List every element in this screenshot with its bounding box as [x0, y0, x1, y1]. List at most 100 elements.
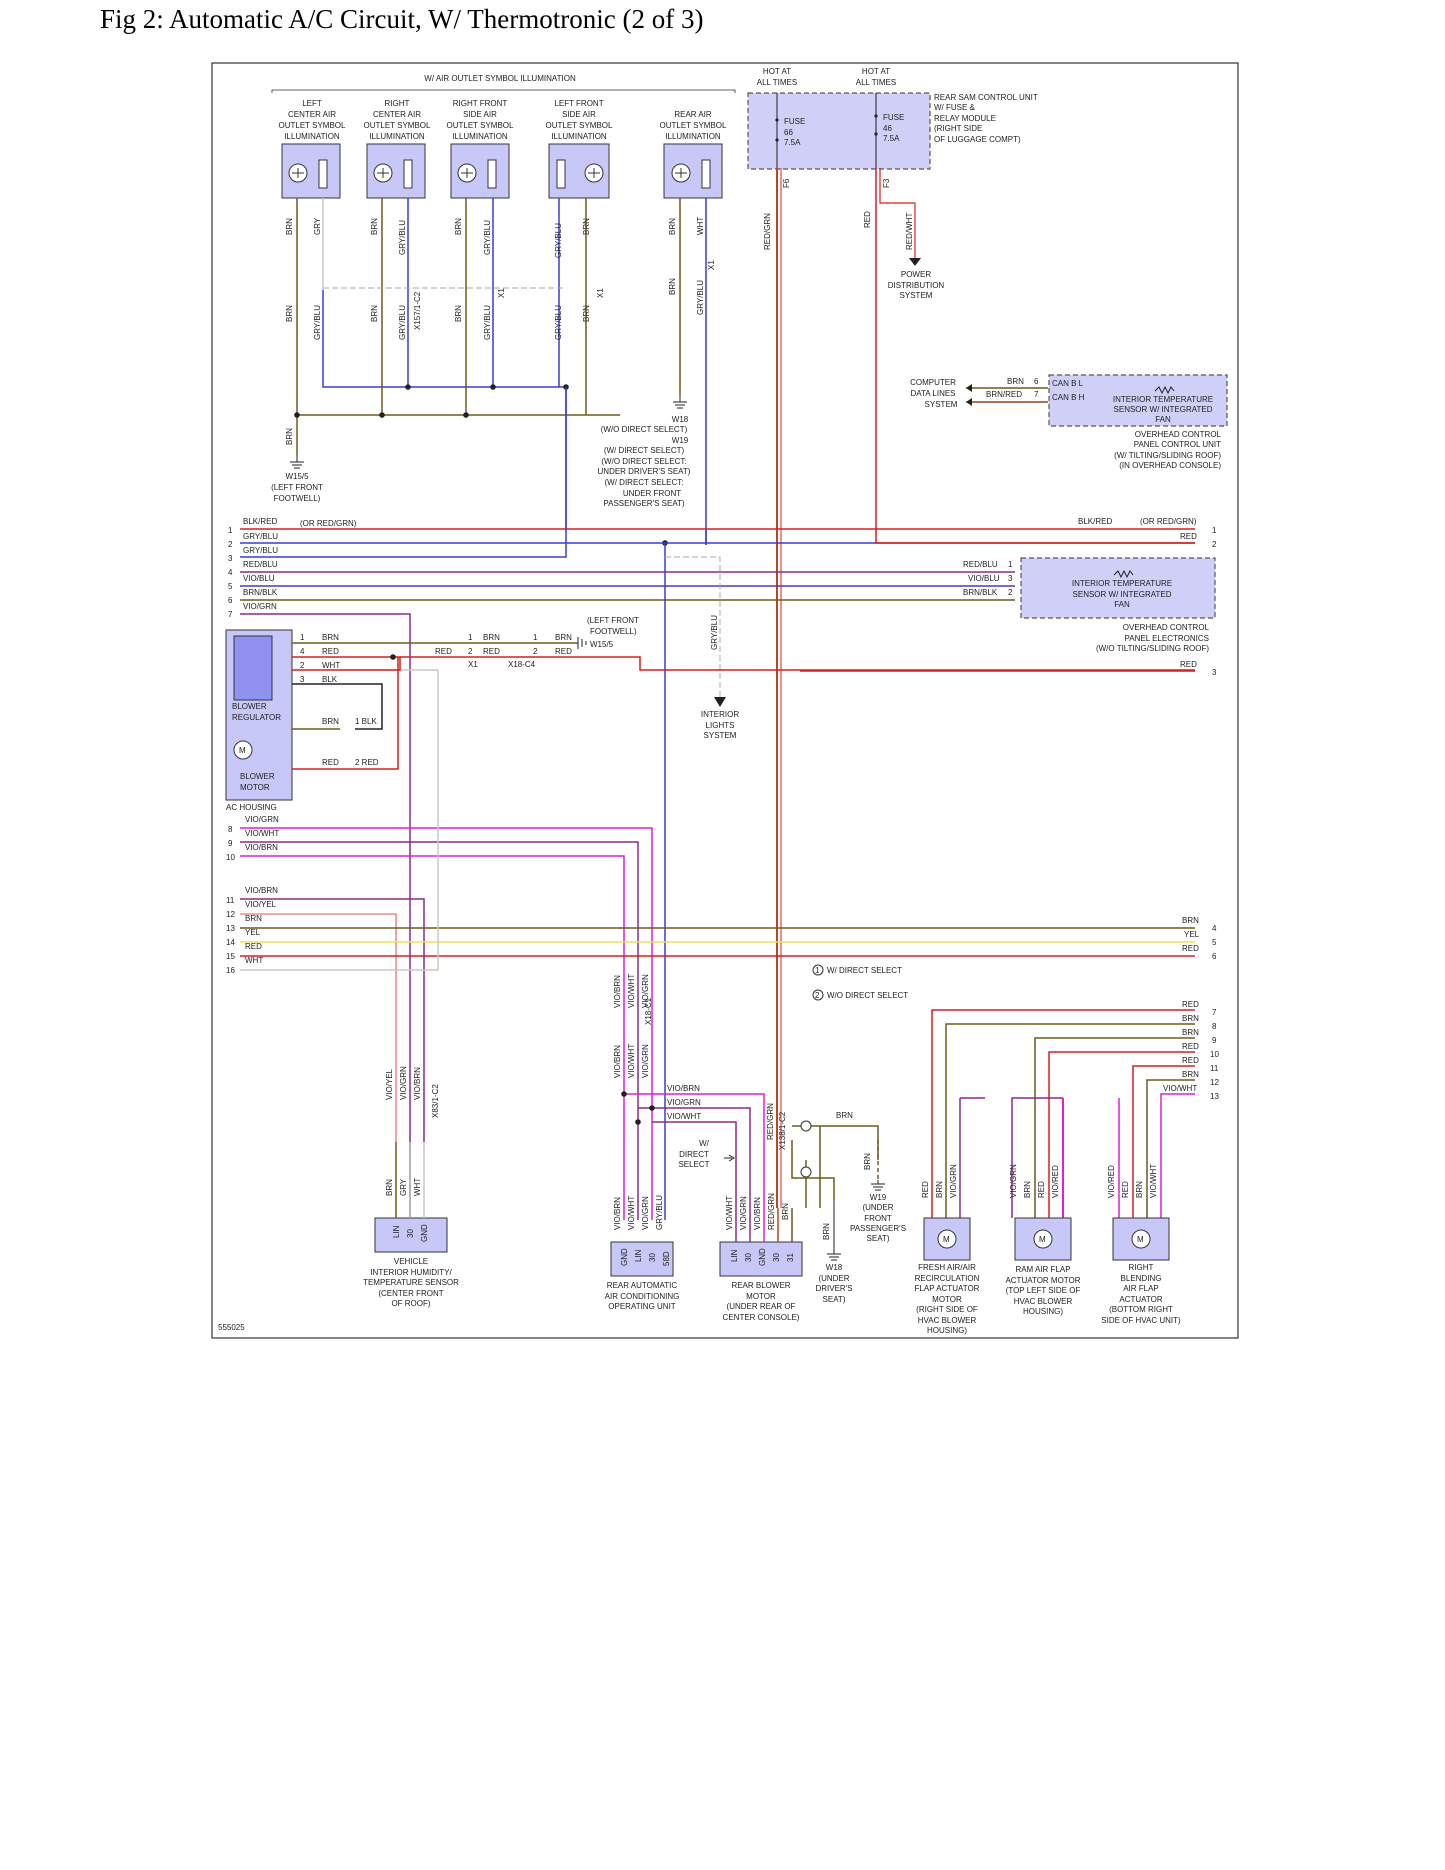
illum-1-line-1: LEFT	[302, 99, 322, 108]
unit-2-line-2: PANEL ELECTRONICS	[1125, 634, 1209, 643]
diagram-frame	[211, 62, 1239, 1339]
pin-label: 4	[300, 647, 305, 656]
blower-wire-labels: 1 BRN 4 RED 2 WHT 3 BLK BRN 1 BLK RED 2 …	[300, 633, 572, 767]
wire-label: RED/WHT	[905, 213, 914, 250]
wire-label: GRY	[313, 217, 322, 235]
motor-icon-label: M	[239, 746, 246, 755]
bus-label: GRY/BLU	[243, 546, 278, 555]
wire-label: RED/GRN	[763, 213, 772, 250]
unit-0-line-1: VEHICLE	[394, 1257, 428, 1266]
bus-label: BRN	[1182, 1070, 1199, 1079]
bus-num: 13	[226, 924, 235, 933]
direct-line-3: SELECT	[678, 1160, 709, 1169]
pin-name: 30	[772, 1253, 781, 1262]
illum-3-line-4: ILLUMINATION	[452, 132, 508, 141]
motor-icon	[1131, 1229, 1151, 1249]
svg-text:M: M	[1039, 1235, 1046, 1244]
blower-regulator-box	[233, 635, 273, 701]
blower-motor-line-2: MOTOR	[240, 783, 270, 792]
resistor-icon	[556, 159, 566, 189]
svg-text:2: 2	[815, 991, 820, 1000]
unit-2-line-3: (W/O TILTING/SLIDING ROOF)	[1096, 644, 1209, 653]
wire-label: RED	[1037, 1181, 1046, 1198]
wire-label: GRY/BLU	[696, 280, 705, 315]
direct-line-2: DIRECT	[679, 1150, 709, 1159]
bus-label: YEL	[1184, 930, 1200, 939]
bus-num: 2	[228, 540, 233, 549]
wire-label: WHT	[696, 217, 705, 235]
fuse-46-line-3: 7.5A	[883, 134, 900, 143]
w19-line-3: FRONT	[864, 1214, 892, 1223]
unit-0-line-4: (CENTER FRONT	[378, 1289, 443, 1298]
rear-blower-box	[719, 1241, 803, 1277]
rear-sam-line-5: OF LUGGAGE COMPT)	[934, 135, 1021, 144]
w19-line-2: (UNDER	[862, 1203, 893, 1212]
unit-4-line-1: RAM AIR FLAP	[1015, 1265, 1070, 1274]
unit-3-line-6: HVAC BLOWER	[918, 1316, 977, 1325]
wire-label: RED	[322, 647, 339, 656]
unit-3-line-3: FLAP ACTUATOR	[915, 1284, 980, 1293]
wire-label: WHT	[413, 1178, 422, 1196]
blower-regulator-line-2: REGULATOR	[232, 713, 281, 722]
connector-label: X138/1-C2	[778, 1111, 787, 1150]
pin-name: LIN	[634, 1249, 643, 1262]
wire-label: BRN	[822, 1223, 831, 1240]
bus-label: RED	[1180, 532, 1197, 541]
wire-label: BRN	[322, 633, 339, 642]
ground-w18-w19: W18 (W/O DIRECT SELECT) W19 (W/ DIRECT S…	[598, 395, 691, 508]
wire-label: RED/GRN	[767, 1193, 776, 1230]
bus-num: 13	[1210, 1092, 1219, 1101]
wire-label: VIO/BRN	[667, 1084, 700, 1093]
illum-5-line-1: REAR AIR	[674, 110, 712, 119]
legend-one: W/ DIRECT SELECT	[827, 966, 902, 975]
pin-name: 31	[786, 1253, 795, 1262]
wire-label: RED	[863, 211, 872, 228]
wire-label: VIO/WHT	[725, 1196, 734, 1230]
svg-text:M: M	[943, 1235, 950, 1244]
unit-2-line-1: OVERHEAD CONTROL	[1123, 623, 1210, 632]
rear-blower-wires	[735, 1150, 793, 1242]
wire-label: BRN	[668, 278, 677, 295]
illum-5-line-3: ILLUMINATION	[665, 132, 721, 141]
bus-num: 11	[1210, 1064, 1219, 1073]
illum-3-line-3: OUTLET SYMBOL	[447, 121, 515, 130]
bus-label: WHT	[245, 956, 263, 965]
bus-num: 12	[1210, 1078, 1219, 1087]
pin-label: 1	[300, 633, 305, 642]
unit-0-line-3: TEMPERATURE SENSOR	[363, 1278, 459, 1287]
bus-num: 3	[1212, 668, 1217, 677]
bus-label: VIO/WHT	[1163, 1084, 1197, 1093]
ground-w155b-line-2: FOOTWELL)	[590, 627, 637, 636]
w18-line-4: SEAT)	[823, 1295, 846, 1304]
wire-label: BRN	[1007, 377, 1024, 386]
bus-label: RED	[1182, 1056, 1199, 1065]
wire-label: BRN	[454, 305, 463, 322]
wire-label: VIO/GRN	[641, 1196, 650, 1230]
wire-label: VIO/WHT	[627, 1044, 636, 1078]
motor-icon	[937, 1229, 957, 1249]
unit-1-line-1: OVERHEAD CONTROL	[1135, 430, 1222, 439]
illum-2-line-2: CENTER AIR	[373, 110, 421, 119]
bus-num: 1	[228, 526, 233, 535]
pin-label: 6	[1034, 377, 1039, 386]
ground-w18-bottom: BRN W18 (UNDER DRIVER'S SEAT)	[815, 1200, 853, 1304]
w19-line-4: PASSENGER'S	[850, 1224, 906, 1233]
bus-num: 5	[228, 582, 233, 591]
pin-name: 30	[744, 1253, 753, 1262]
left-bus-labels: 1 BLK/RED (OR RED/GRN) 2 GRY/BLU 3 GRY/B…	[226, 517, 357, 975]
motor-icon	[1033, 1229, 1053, 1249]
hot-2-line-2: ALL TIMES	[856, 78, 896, 87]
unit-1-line-1: REAR AUTOMATIC	[607, 1281, 678, 1290]
bus-num: 16	[226, 966, 235, 975]
connector-label: X1	[596, 288, 605, 298]
wire-label: RED	[322, 758, 339, 767]
interior-lights-line-1: INTERIOR	[701, 710, 739, 719]
ground-w155: W15/5 (LEFT FRONT FOOTWELL)	[271, 455, 323, 503]
illum-3-line-2: SIDE AIR	[463, 110, 497, 119]
w18-line-1: W18	[826, 1263, 843, 1272]
unit-2-line-4: CENTER CONSOLE)	[723, 1313, 800, 1322]
humidity-sensor: LIN 30 GND VEHICLE INTERIOR HUMIDITY/ TE…	[363, 1217, 459, 1308]
wire-label: RED	[435, 647, 452, 656]
bus-num: 11	[226, 896, 235, 905]
can-b-h: CAN B H	[1052, 393, 1085, 402]
